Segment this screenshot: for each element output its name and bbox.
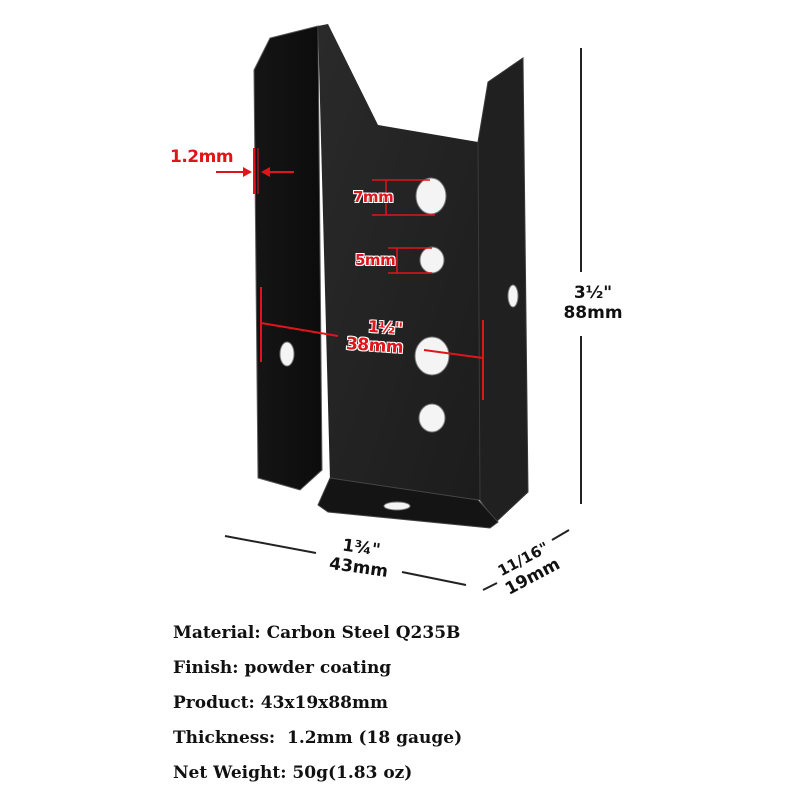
hole-5mm [419, 246, 445, 274]
height-mm: 88mm [563, 303, 623, 323]
spec-value: 1.2mm (18 gauge) [281, 728, 463, 748]
hole-left-flange [279, 341, 295, 367]
left-flange [253, 25, 323, 491]
spec-label: Product: [173, 693, 255, 713]
hole-5mm-annotation: 5mm [355, 251, 396, 269]
spec-net-weight: Net Weight: 50g(1.83 oz) [173, 756, 462, 791]
spec-label: Finish: [173, 658, 239, 678]
hole-7mm [415, 177, 447, 215]
hole-lower [418, 403, 446, 433]
bottom-tab [317, 477, 499, 529]
spec-list: Material: Carbon Steel Q235B Finish: pow… [173, 616, 462, 791]
spec-value: powder coating [244, 658, 392, 678]
spec-material: Material: Carbon Steel Q235B [173, 616, 462, 651]
thickness-annotation: 1.2mm [170, 147, 234, 167]
back-face [318, 24, 480, 500]
spec-thickness: Thickness: 1.2mm (18 gauge) [173, 721, 462, 756]
inner-width-mm-annotation: 38mm [345, 334, 404, 358]
hole-7mm-annotation: 7mm [353, 188, 394, 206]
spec-label: Thickness: [173, 728, 276, 748]
hole-center [414, 336, 450, 376]
right-flange [477, 57, 529, 523]
hole-bottom-tab [383, 501, 411, 511]
height-dimension: 3½" 88mm [556, 283, 630, 323]
spec-finish: Finish: powder coating [173, 651, 462, 686]
spec-label: Material: [173, 623, 261, 643]
height-inch: 3½" [573, 283, 613, 303]
hole-right-flange [507, 284, 519, 308]
spec-product-size: Product: 43x19x88mm [173, 686, 462, 721]
spec-label: Net Weight: [173, 763, 287, 783]
spec-value: 50g(1.83 oz) [292, 763, 413, 783]
spec-value: 43x19x88mm [260, 693, 388, 713]
spec-value: Carbon Steel Q235B [266, 623, 461, 643]
